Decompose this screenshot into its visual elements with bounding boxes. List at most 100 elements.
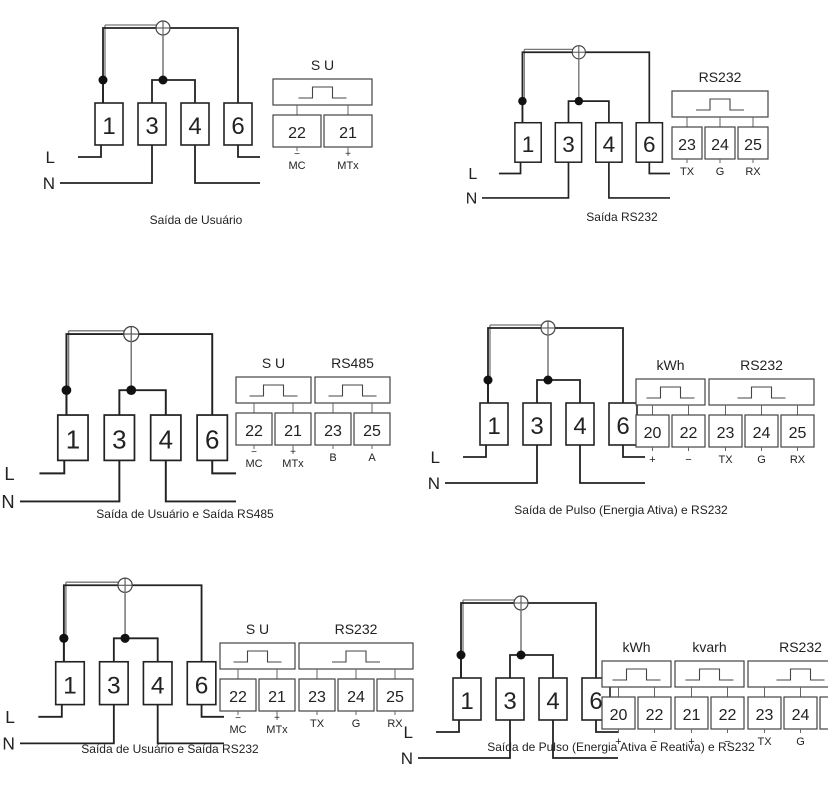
group-label: S U [262,355,285,371]
wire [65,333,214,416]
pulse-icon [646,386,695,399]
group-label: RS232 [740,357,783,373]
output-terminal-number: 21 [683,707,701,724]
terminal-function-label: B [329,452,336,464]
wire [498,162,522,175]
pulse-icon [696,98,744,111]
terminal-function-label: + [688,736,694,748]
terminal-number: 6 [643,132,656,157]
junction-dot [483,375,493,385]
terminal-function-label: + [649,454,655,466]
pulse-box [671,90,769,118]
diagram-caption: Saída de Usuário e Saída RS232 [81,742,259,756]
neutral-label: N [428,474,440,493]
terminal-box [142,660,173,706]
group-label: kWh [657,357,685,373]
terminal-function-label: MTx [282,458,304,470]
terminal-number: 3 [562,132,575,157]
pulse-icon [233,650,282,663]
wire [118,389,167,416]
wire [156,704,224,745]
wire [509,654,554,678]
terminal-number: 4 [151,672,165,699]
junction-dot [456,650,466,660]
wire [112,637,159,662]
terminal-number: 1 [102,113,115,140]
polarity-mark: − [235,713,241,724]
output-terminal-number: 25 [789,425,807,442]
terminal-box [54,660,86,706]
output-terminal-number: 23 [324,423,342,440]
terminal-number: 4 [546,688,559,715]
diagram-caption: Saída RS232 [586,210,658,224]
terminal-box [186,660,217,706]
junction-dot [98,75,108,85]
wire [579,445,645,484]
output-terminal-box [710,696,745,730]
output-terminal-box [819,696,828,730]
output-terminal-number: 23 [678,137,696,154]
output-terminal-number: 22 [288,125,306,142]
junction-dot [516,650,526,660]
output-terminal-box [671,414,706,448]
pulse-box [314,376,391,404]
terminal-function-label: TX [757,736,772,748]
terminal-function-label: MC [245,458,262,470]
terminal-box [196,414,229,462]
wire [487,327,624,403]
output-terminal-number: 22 [680,425,698,442]
pulse-icon [685,668,734,681]
output-terminal-number: 21 [339,125,357,142]
output-terminal-number: 25 [386,689,404,706]
line-label: L [431,448,440,467]
output-terminal-number: 24 [792,707,810,724]
pulse-icon [332,650,380,663]
terminal-function-label: G [716,166,725,178]
line-label: L [5,707,15,727]
wire [536,379,581,403]
output-terminal-box [337,678,375,712]
terminal-number: 3 [503,688,516,715]
terminal-function-label: TX [718,454,733,466]
terminal-box [56,414,89,462]
terminal-number: 6 [589,688,602,715]
terminal-box [137,102,167,146]
pulse-box [235,376,312,404]
line-label: L [404,723,413,742]
terminal-function-label: − [724,736,730,748]
output-terminal-number: 24 [753,425,771,442]
group-label: kWh [623,639,651,655]
pulse-box [601,660,672,688]
terminal-number: 1 [63,672,77,699]
terminal-function-label: MTx [266,724,288,736]
wire [567,100,610,123]
wire [552,720,618,759]
wire [151,79,196,103]
terminal-number: 1 [66,427,80,455]
wire [482,162,570,199]
wire [445,445,538,484]
output-terminal-number: 24 [347,689,365,706]
output-terminal-number: 20 [644,425,662,442]
junction-dot [126,385,137,396]
terminal-function-label: G [757,454,766,466]
terminal-function-label: MC [229,724,246,736]
output-terminal-number: 22 [229,689,247,706]
terminal-box [479,402,509,446]
terminal-box [94,102,124,146]
group-label: RS232 [335,621,378,637]
terminal-box [98,660,129,706]
terminal-box [514,121,542,163]
pulse-icon [776,668,825,681]
wire [521,51,651,123]
pulse-icon [328,384,377,397]
output-terminal-box [323,114,373,148]
